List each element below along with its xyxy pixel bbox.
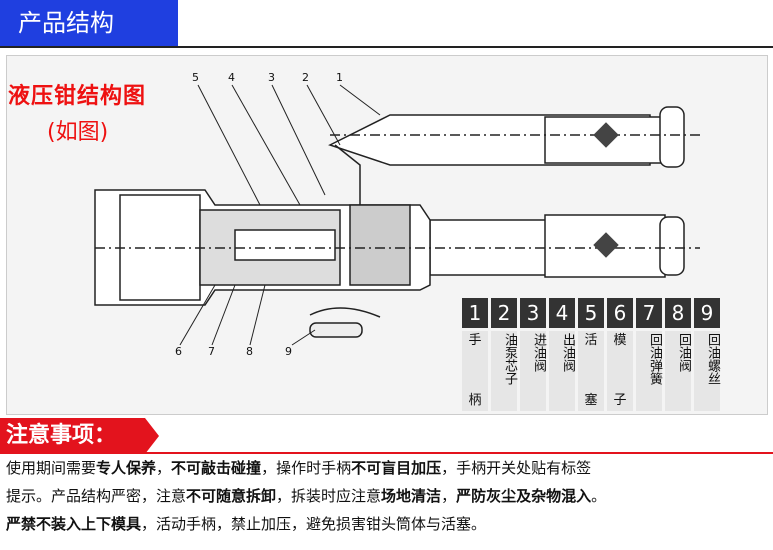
callout-7: 7 xyxy=(208,345,215,358)
callout-8: 8 xyxy=(246,345,253,358)
diagram-title: 液压钳结构图 xyxy=(8,84,147,109)
notes-title: 注意事项： xyxy=(0,418,159,454)
legend-number: 1 xyxy=(462,298,488,328)
legend-number: 4 xyxy=(549,298,575,328)
note-text: ，活动手柄，禁止加压，避免损害钳头筒体与活塞。 xyxy=(141,515,487,533)
legend-label: 出油阀 xyxy=(560,333,575,372)
note-text: 使用期间需要 xyxy=(6,459,97,477)
notes-divider xyxy=(0,452,773,454)
note-emphasis: 严禁不装入上下模具 xyxy=(6,515,142,533)
legend-label: 进油阀 xyxy=(531,333,546,372)
note-emphasis: 严防灰尘及杂物混入 xyxy=(456,487,592,505)
callout-3: 3 xyxy=(268,71,275,84)
legend-number: 7 xyxy=(636,298,662,328)
legend-item: 8 回油阀 xyxy=(665,298,691,411)
legend-label: 油泵芯子 xyxy=(502,333,517,385)
note-emphasis: 不可盲目加压 xyxy=(351,459,442,477)
legend-item: 2 油泵芯子 xyxy=(491,298,517,411)
note-emphasis: 不可随意拆卸 xyxy=(186,487,277,505)
legend-number: 6 xyxy=(607,298,633,328)
parts-legend: 1 手柄 2 油泵芯子 3 进油阀 4 出油阀 5 活塞 6 模子 7 回油弹簧… xyxy=(462,298,720,411)
note-line-1: 使用期间需要专人保养，不可敲击碰撞，操作时手柄不可盲目加压，手柄开关处贴有标签 xyxy=(6,456,771,480)
legend-number: 5 xyxy=(578,298,604,328)
note-line-2: 提示。产品结构严密，注意不可随意拆卸，拆装时应注意场地清洁，严防灰尘及杂物混入。 xyxy=(6,484,771,508)
callout-5: 5 xyxy=(192,71,199,84)
legend-item: 3 进油阀 xyxy=(520,298,546,411)
legend-label-2: 子 xyxy=(613,393,627,408)
legend-label: 回油弹簧 xyxy=(647,333,662,385)
header-divider xyxy=(0,46,773,48)
callout-4: 4 xyxy=(228,71,235,84)
section-header: 产品结构 xyxy=(0,0,178,46)
section-title: 产品结构 xyxy=(18,9,114,37)
legend-label-2: 塞 xyxy=(584,393,598,408)
callout-6: 6 xyxy=(175,345,182,358)
note-line-3: 严禁不装入上下模具，活动手柄，禁止加压，避免损害钳头筒体与活塞。 xyxy=(6,512,771,536)
note-emphasis: 场地清洁 xyxy=(381,487,442,505)
legend-item: 7 回油弹簧 xyxy=(636,298,662,411)
legend-label: 回油阀 xyxy=(676,333,691,372)
legend-item: 5 活塞 xyxy=(578,298,604,411)
legend-label: 活 xyxy=(584,333,598,348)
diagram-subtitle: (如图) xyxy=(47,120,109,145)
hydraulic-clamp-diagram: 5 4 3 2 1 6 7 8 9 xyxy=(94,71,700,358)
legend-item: 4 出油阀 xyxy=(549,298,575,411)
legend-label: 手 xyxy=(468,333,482,348)
note-text: ， xyxy=(441,487,457,505)
note-text: ，操作时手柄 xyxy=(261,459,352,477)
legend-number: 2 xyxy=(491,298,517,328)
callout-2: 2 xyxy=(302,71,309,84)
legend-number: 9 xyxy=(694,298,720,328)
note-text: ，手柄开关处贴有标签 xyxy=(441,459,592,477)
callout-9: 9 xyxy=(285,345,292,358)
legend-label-2: 柄 xyxy=(468,393,482,408)
legend-number: 3 xyxy=(520,298,546,328)
legend-item: 9 回油螺丝 xyxy=(694,298,720,411)
note-emphasis: 不可敲击碰撞 xyxy=(171,459,262,477)
legend-number: 8 xyxy=(665,298,691,328)
note-text: 提示。产品结构严密，注意 xyxy=(6,487,187,505)
note-emphasis: 专人保养 xyxy=(96,459,157,477)
note-text: 。 xyxy=(591,487,607,505)
note-text: ，拆装时应注意 xyxy=(276,487,382,505)
legend-item: 1 手柄 xyxy=(462,298,488,411)
legend-item: 6 模子 xyxy=(607,298,633,411)
note-text: ， xyxy=(156,459,172,477)
legend-label: 模 xyxy=(613,333,627,348)
legend-label: 回油螺丝 xyxy=(705,333,720,385)
callout-1: 1 xyxy=(336,71,343,84)
